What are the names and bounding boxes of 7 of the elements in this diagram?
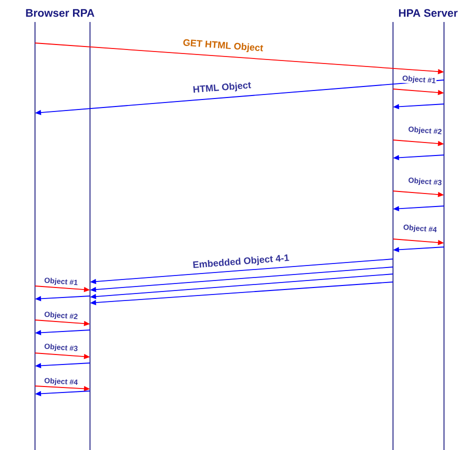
edge-label: Embedded Object 4-1 (192, 253, 290, 271)
participant-label: HPA Server (399, 9, 458, 17)
edge-label: HTML Object (192, 80, 252, 96)
edge-label: GET HTML Object (182, 38, 264, 54)
participant-label: Browser RPA (26, 9, 94, 17)
lifeline (392, 22, 394, 450)
lifeline (34, 22, 36, 450)
